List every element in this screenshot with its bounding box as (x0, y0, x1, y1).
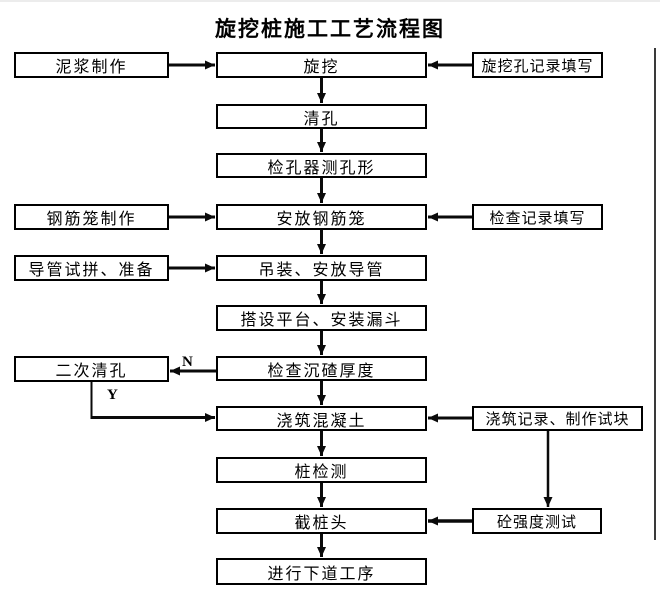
node-hole-shape-check: 检孔器测孔形 (216, 153, 427, 178)
node-label: 砼强度测试 (496, 513, 577, 531)
page-title: 旋挖桩施工工艺流程图 (215, 18, 445, 41)
node-label: 检查沉碴厚度 (267, 362, 376, 380)
node-label: 导管试拼、准备 (28, 262, 155, 279)
node-rotary-drilling: 旋挖 (216, 52, 427, 78)
node-label: 泥浆制作 (55, 59, 128, 76)
node-pile-testing: 桩检测 (216, 457, 427, 483)
node-label: 浇筑混凝土 (276, 412, 367, 430)
node-mud-preparation: 泥浆制作 (14, 52, 169, 78)
node-label: 安放钢筋笼 (276, 211, 367, 228)
node-label: 搭设平台、安装漏斗 (240, 312, 403, 329)
decision-label-yes: Y (107, 387, 118, 403)
node-label: 检孔器测孔形 (267, 159, 376, 177)
node-cut-pile-head: 截桩头 (216, 508, 427, 534)
node-conduit-preparation: 导管试拼、准备 (14, 255, 169, 281)
node-drilling-record: 旋挖孔记录填写 (472, 52, 603, 78)
node-pour-concrete: 浇筑混凝土 (216, 406, 427, 431)
node-label: 清孔 (303, 110, 340, 128)
node-label: 吊装、安放导管 (258, 262, 385, 279)
node-label: 进行下道工序 (267, 565, 376, 583)
node-label: 浇筑记录、制作试块 (485, 411, 630, 428)
node-label: 截桩头 (294, 515, 349, 532)
node-label: 钢筋笼制作 (46, 211, 137, 228)
node-label: 检查记录填写 (489, 209, 586, 227)
scan-edge-top (0, 0, 660, 2)
decision-label-no: N (182, 354, 193, 370)
node-second-cleaning: 二次清孔 (14, 356, 169, 382)
node-label: 旋挖 (303, 59, 340, 76)
node-label: 二次清孔 (55, 363, 128, 380)
scan-edge-right (654, 48, 656, 540)
node-label: 旋挖孔记录填写 (481, 57, 594, 75)
node-cage-fabrication: 钢筋笼制作 (14, 204, 169, 230)
node-pouring-record: 浇筑记录、制作试块 (472, 406, 643, 431)
node-check-sediment: 检查沉碴厚度 (216, 356, 427, 381)
node-next-process: 进行下道工序 (216, 558, 427, 585)
node-hole-cleaning: 清孔 (216, 104, 427, 129)
node-place-cage: 安放钢筋笼 (216, 204, 427, 230)
node-platform-funnel: 搭设平台、安装漏斗 (216, 305, 427, 331)
node-strength-test: 砼强度测试 (472, 508, 602, 534)
node-label: 桩检测 (294, 464, 349, 481)
node-install-conduit: 吊装、安放导管 (216, 255, 427, 281)
node-inspection-record: 检查记录填写 (472, 204, 603, 230)
